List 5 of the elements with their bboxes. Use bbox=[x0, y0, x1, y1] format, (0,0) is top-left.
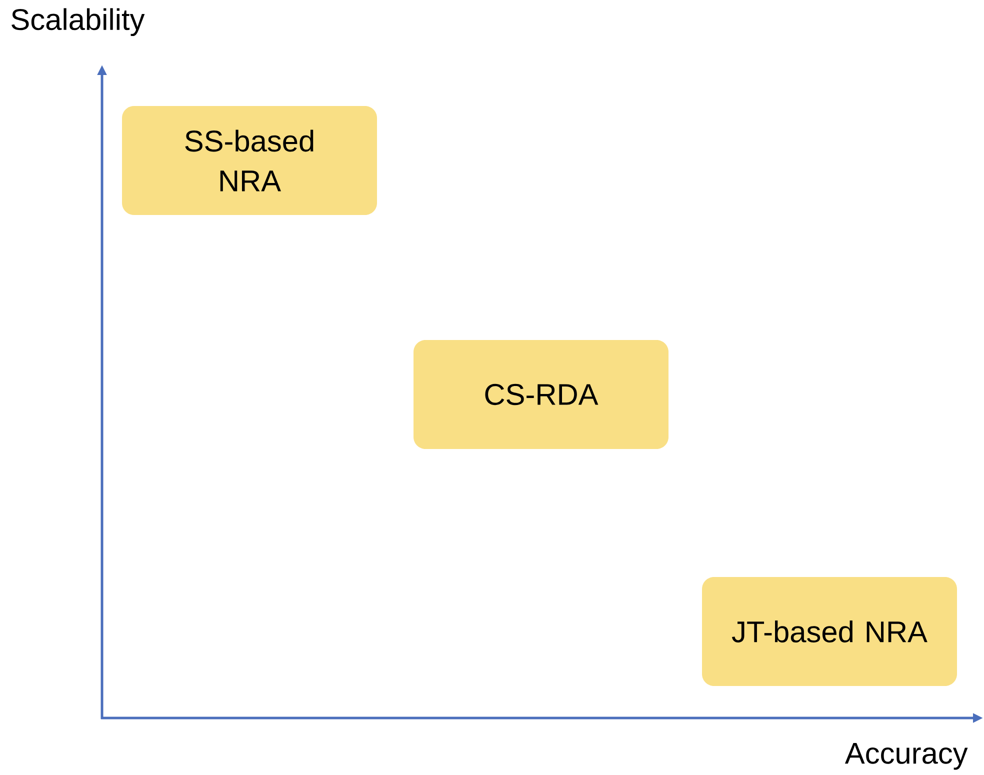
axis-label: Accuracy bbox=[844, 743, 968, 770]
category-box: CS-RDA bbox=[414, 340, 668, 449]
category-box: SS-based NRA bbox=[122, 106, 377, 215]
axis-label: Scalability bbox=[12, 8, 145, 36]
category-box: JT-based NRA bbox=[702, 576, 957, 686]
